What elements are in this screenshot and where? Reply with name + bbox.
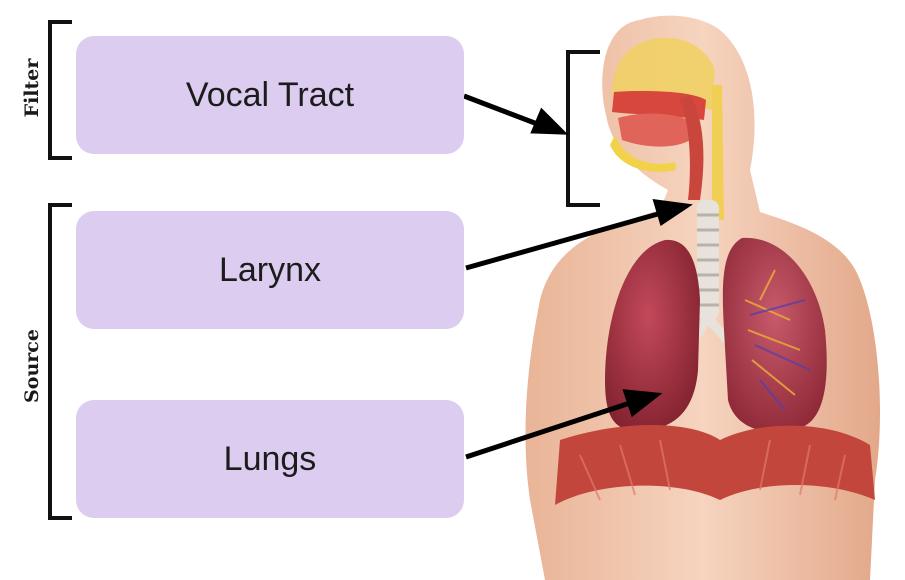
larynx-label: Larynx <box>219 251 321 290</box>
larynx-box: Larynx <box>76 211 464 329</box>
filter-group-label: Filter <box>21 53 43 123</box>
arrow-vocal-tract-head <box>534 112 562 132</box>
arrow-vocal-tract <box>464 96 540 125</box>
lungs-label: Lungs <box>224 440 317 479</box>
filter-bracket <box>50 22 72 158</box>
source-bracket <box>50 205 72 518</box>
vocal-tract-label: Vocal Tract <box>186 76 354 115</box>
source-group-label: Source <box>21 316 43 416</box>
head-bracket <box>568 52 600 205</box>
lungs-box: Lungs <box>76 400 464 518</box>
spine <box>712 85 724 220</box>
vocal-tract-box: Vocal Tract <box>76 36 464 154</box>
